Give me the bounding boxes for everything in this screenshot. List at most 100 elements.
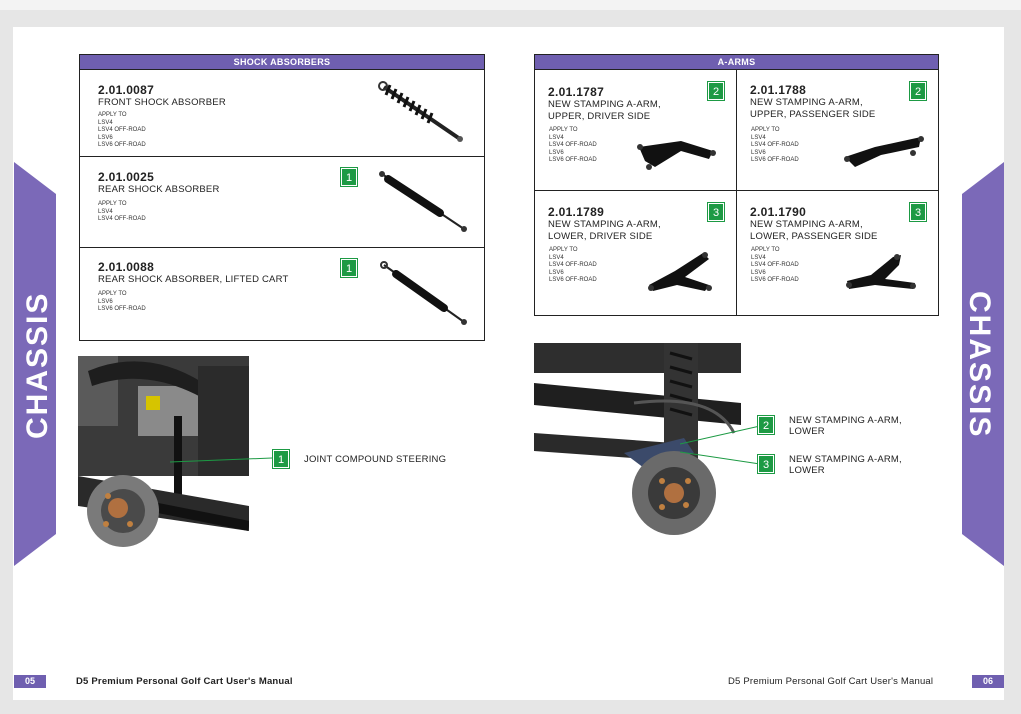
apply-model: LSV4 OFF-ROAD (98, 216, 146, 222)
callout-label: JOINT COMPOUND STEERING (304, 454, 447, 465)
part-name-line: NEW STAMPING A-ARM, (750, 97, 863, 108)
apply-title: APPLY TO (751, 247, 780, 253)
apply-model: LSV6 OFF-ROAD (98, 306, 146, 312)
apply-title: APPLY TO (751, 127, 780, 133)
part-name: FRONT SHOCK ABSORBER (98, 97, 226, 108)
steering-assembly-photo (78, 356, 249, 549)
part-name: REAR SHOCK ABSORBER, LIFTED CART (98, 274, 289, 285)
left-chassis-tab (14, 162, 56, 566)
apply-model: LSV6 OFF-ROAD (549, 277, 597, 283)
part-name: NEW STAMPING A-ARM, UPPER, DRIVER SIDE (548, 99, 661, 123)
apply-model: LSV6 OFF-ROAD (751, 277, 799, 283)
apply-list: APPLY TO LSV4 LSV4 OFF-ROAD LSV6 LSV6 OF… (751, 247, 799, 285)
steering-assembly-illustration (78, 356, 249, 547)
apply-list: APPLY TO LSV6 LSV6 OFF-ROAD (98, 291, 146, 314)
right-callout-leaders (680, 425, 761, 465)
part-name-line: NEW STAMPING A-ARM, (750, 219, 863, 230)
apply-model: LSV4 (751, 134, 766, 141)
top-band (0, 0, 1021, 10)
lower-passenger-a-arm-image (846, 254, 916, 289)
apply-model: LSV6 OFF-ROAD (98, 142, 146, 148)
lifted-rear-shock-image (380, 261, 467, 325)
callout-label: NEW STAMPING A-ARM, LOWER (789, 454, 902, 476)
callout-line: NEW STAMPING A-ARM, (789, 415, 902, 426)
part-code: 2.01.1787 (548, 85, 605, 99)
right-page-number: 06 (972, 675, 1004, 688)
apply-model: LSV4 (98, 119, 113, 126)
apply-model: LSV4 OFF-ROAD (549, 142, 597, 148)
callout-badge: 3 (757, 454, 775, 474)
apply-title: APPLY TO (549, 247, 578, 253)
shock-absorbers-title: SHOCK ABSORBERS (80, 55, 484, 70)
apply-model: LSV4 OFF-ROAD (751, 262, 799, 268)
apply-title: APPLY TO (98, 112, 127, 118)
part-name-line: NEW STAMPING A-ARM, (548, 219, 661, 230)
apply-model: LSV4 (98, 208, 113, 215)
part-code: 2.01.0025 (98, 170, 155, 184)
part-name-line: LOWER, PASSENGER SIDE (750, 231, 878, 242)
apply-list: APPLY TO LSV4 LSV4 OFF-ROAD (98, 201, 146, 224)
part-code: 2.01.1789 (548, 205, 605, 219)
apply-model: LSV6 OFF-ROAD (751, 157, 799, 163)
apply-list: APPLY TO LSV4 LSV4 OFF-ROAD LSV6 LSV6 OF… (98, 112, 146, 150)
part-name: NEW STAMPING A-ARM, LOWER, DRIVER SIDE (548, 219, 661, 243)
callout-badge: 2 (757, 415, 775, 435)
apply-list: APPLY TO LSV4 LSV4 OFF-ROAD LSV6 LSV6 OF… (549, 127, 597, 165)
callout-badge: 3 (707, 202, 725, 222)
apply-list: APPLY TO LSV4 LSV4 OFF-ROAD LSV6 LSV6 OF… (751, 127, 799, 165)
apply-model: LSV6 (549, 269, 564, 276)
lower-driver-a-arm-image (648, 252, 712, 291)
callout-label: NEW STAMPING A-ARM, LOWER (789, 415, 902, 437)
part-name-line: LOWER, DRIVER SIDE (548, 231, 653, 242)
apply-model: LSV6 (751, 269, 766, 276)
row-divider (80, 247, 484, 248)
apply-model: LSV4 OFF-ROAD (98, 127, 146, 133)
shock-absorbers-table: SHOCK ABSORBERS 2.01.0087 FRONT SHOCK AB… (79, 54, 485, 341)
right-chassis-label: CHASSIS (963, 291, 996, 439)
a-arm-assembly-illustration (534, 343, 741, 535)
apply-model: LSV4 (549, 134, 564, 141)
column-divider (736, 70, 737, 316)
apply-title: APPLY TO (98, 201, 127, 207)
callout-line: LOWER (789, 465, 825, 476)
a-arm-assembly-photo (534, 343, 741, 539)
upper-passenger-a-arm-image (844, 136, 924, 167)
callout-badge: 2 (707, 81, 725, 101)
apply-model: LSV6 (549, 149, 564, 156)
right-footer-title: D5 Premium Personal Golf Cart User's Man… (728, 676, 934, 687)
part-code: 2.01.1790 (750, 205, 807, 219)
right-chassis-tab (962, 162, 1004, 566)
callout-badge: 3 (909, 202, 927, 222)
apply-title: APPLY TO (549, 127, 578, 133)
apply-model: LSV6 (98, 134, 113, 141)
part-name-line: UPPER, PASSENGER SIDE (750, 109, 876, 120)
callout-badge: 1 (340, 258, 358, 278)
apply-model: LSV4 OFF-ROAD (751, 142, 799, 148)
apply-model: LSV4 (549, 254, 564, 261)
apply-model: LSV4 OFF-ROAD (549, 262, 597, 268)
part-name: NEW STAMPING A-ARM, LOWER, PASSENGER SID… (750, 219, 878, 243)
part-code: 2.01.0088 (98, 260, 155, 274)
upper-driver-a-arm-image (637, 141, 716, 170)
left-page-number: 05 (14, 675, 46, 688)
apply-model: LSV6 OFF-ROAD (549, 157, 597, 163)
row-divider (535, 190, 939, 191)
a-arms-title: A-ARMS (535, 55, 938, 70)
apply-model: LSV6 (98, 298, 113, 305)
part-code: 2.01.1788 (750, 83, 807, 97)
part-name: REAR SHOCK ABSORBER (98, 184, 220, 195)
callout-badge: 2 (909, 81, 927, 101)
front-shock-image (378, 81, 463, 142)
callout-line: LOWER (789, 426, 825, 437)
apply-model: LSV6 (751, 149, 766, 156)
part-code: 2.01.0087 (98, 83, 155, 97)
callout-badge: 1 (340, 167, 358, 187)
left-chassis-label: CHASSIS (21, 291, 54, 439)
left-callout-leader (170, 457, 273, 463)
callout-badge: 1 (272, 449, 290, 469)
part-name: NEW STAMPING A-ARM, UPPER, PASSENGER SID… (750, 97, 875, 121)
row-divider (80, 156, 484, 157)
apply-model: LSV4 (751, 254, 766, 261)
rear-shock-image (379, 171, 467, 232)
part-name-line: UPPER, DRIVER SIDE (548, 111, 651, 122)
